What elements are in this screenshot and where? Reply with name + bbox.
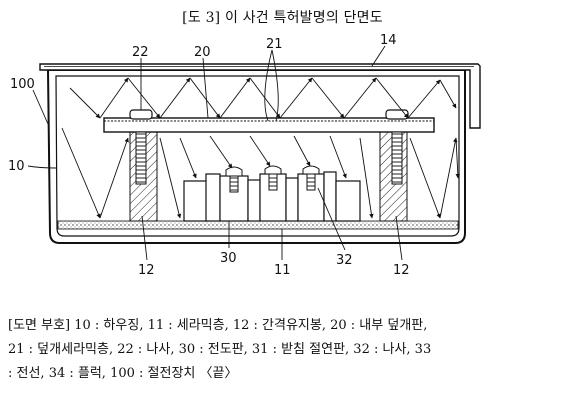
ref-label-12-left: 12	[138, 263, 155, 278]
ref-label-12-right: 12	[393, 263, 410, 278]
cross-section-diagram: 100 10 22 20 21 14 12 30 11 32 12	[8, 33, 481, 278]
ref-label-14: 14	[380, 33, 397, 48]
inner-cover-plate	[103, 117, 435, 133]
ref-label-22: 22	[132, 45, 149, 60]
radiation-arrows	[61, 77, 461, 219]
leader-lines	[27, 45, 403, 261]
ref-label-100: 100	[10, 77, 35, 92]
ref-label-20: 20	[194, 45, 211, 60]
legend-line: 21 : 덮개세라믹층, 22 : 나사, 30 : 전도판, 31 : 받침 …	[8, 342, 432, 357]
legend-line: : 전선, 34 : 플럭, 100 : 절전장치 〈끝〉	[8, 366, 238, 381]
ref-label-10: 10	[8, 159, 25, 174]
ref-label-30: 30	[220, 251, 237, 266]
ref-label-32: 32	[336, 253, 353, 268]
ref-label-11: 11	[274, 263, 291, 278]
legend-line: [도면 부호] 10 : 하우징, 11 : 세라믹층, 12 : 간격유지봉,…	[8, 318, 428, 333]
lid	[39, 63, 481, 129]
reference-legend: [도면 부호] 10 : 하우징, 11 : 세라믹층, 12 : 간격유지봉,…	[8, 314, 560, 386]
plate-screws	[225, 165, 320, 193]
ref-label-21: 21	[266, 37, 283, 52]
screw-left	[129, 109, 153, 185]
housing	[46, 69, 466, 244]
figure-title: [도 3] 이 사건 특허발명의 단면도	[182, 10, 383, 26]
conductive-plates	[183, 171, 361, 222]
